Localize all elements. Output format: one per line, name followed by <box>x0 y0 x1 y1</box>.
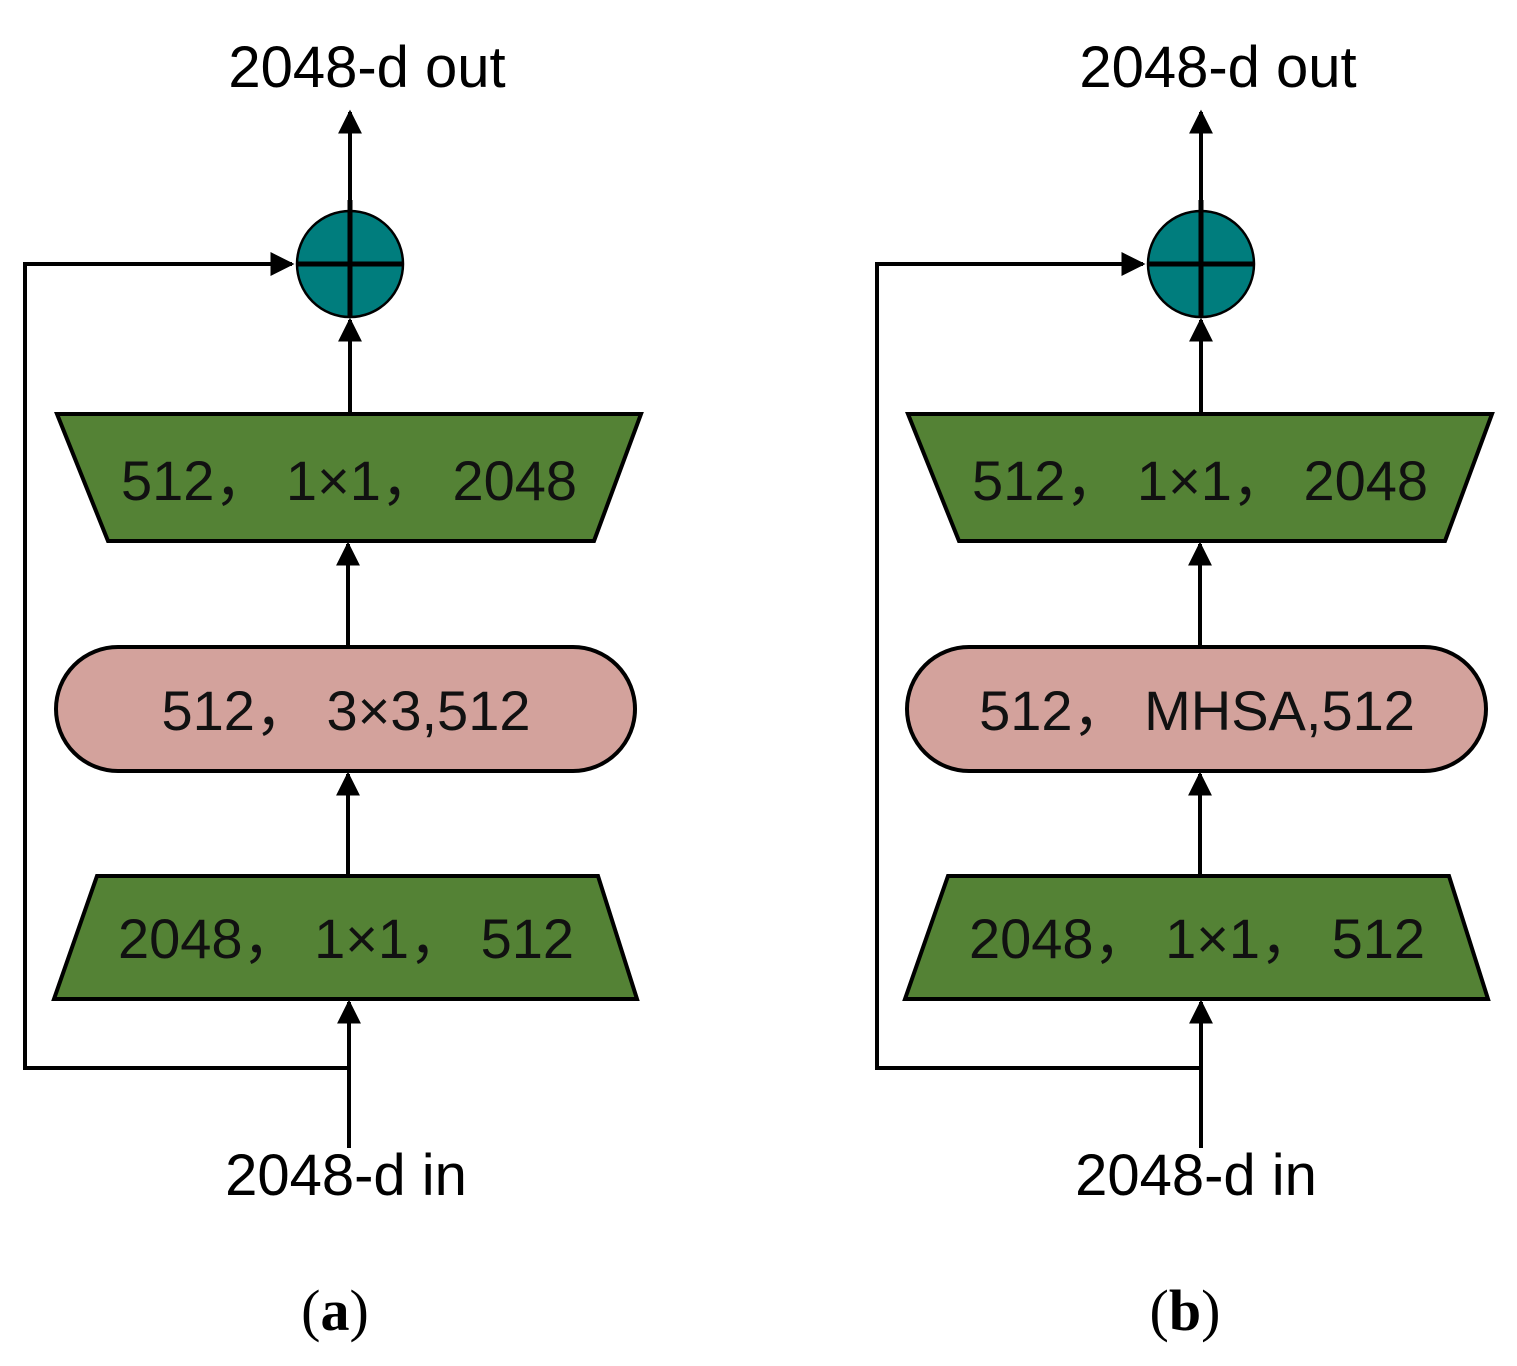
conv-block-bottom <box>51 874 640 1001</box>
conv-block-bottom-label: 2048， 1×1， 512 <box>118 907 574 970</box>
skip-connection-arrow <box>875 252 1201 1070</box>
input-label: 2048-d in <box>1075 1143 1317 1208</box>
panel-b: 2048-d out 512， 1×1， 2048 512， MHSA,512 … <box>875 35 1495 1343</box>
add-node-icon <box>1146 200 1256 319</box>
panel-a: 2048-d out 512， 1×1， 2048 512， 3×3,512 2… <box>23 35 644 1343</box>
conv3x3-block <box>54 645 637 773</box>
conv-block-top <box>905 412 1495 543</box>
output-label: 2048-d out <box>228 35 505 100</box>
output-label: 2048-d out <box>1079 35 1356 100</box>
conv-block-bottom <box>902 874 1491 1001</box>
conv-block-top <box>54 412 644 543</box>
caption-b: (b) <box>1150 1278 1221 1343</box>
conv3x3-block-label: 512， 3×3,512 <box>162 679 531 742</box>
mhsa-block-label: 512， MHSA,512 <box>979 679 1415 742</box>
conv-block-top-label: 512， 1×1， 2048 <box>972 449 1428 512</box>
input-label: 2048-d in <box>225 1143 467 1208</box>
mhsa-block <box>905 645 1488 773</box>
skip-connection-arrow <box>23 252 350 1070</box>
conv-block-bottom-label: 2048， 1×1， 512 <box>969 907 1425 970</box>
add-node-icon <box>295 200 405 319</box>
conv-block-top-label: 512， 1×1， 2048 <box>121 449 577 512</box>
caption-a: (a) <box>301 1278 369 1343</box>
